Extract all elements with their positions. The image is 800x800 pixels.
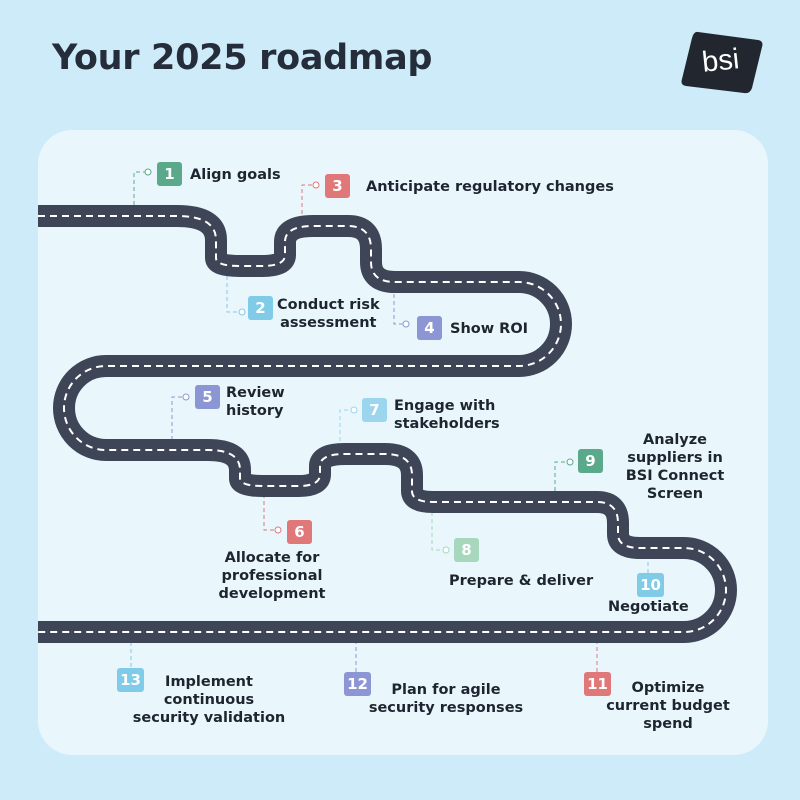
milestone-label-1: Align goals bbox=[190, 167, 281, 183]
milestone-badge-11: 11 bbox=[584, 672, 611, 696]
road-body bbox=[38, 205, 737, 643]
milestone-label-5: Review history bbox=[226, 385, 285, 419]
milestone-badge-7: 7 bbox=[362, 398, 387, 422]
milestone-badge-6: 6 bbox=[287, 520, 312, 544]
logo-text: bsi bbox=[701, 43, 741, 79]
milestone-badge-8: 8 bbox=[454, 538, 479, 562]
milestone-label-4: Show ROI bbox=[450, 321, 529, 337]
milestone-label-13: Implement continuous security validation bbox=[132, 674, 286, 726]
page-title: Your 2025 roadmap bbox=[52, 38, 433, 78]
milestone-badge-3: 3 bbox=[325, 174, 350, 198]
milestone-label-10: Negotiate bbox=[608, 599, 689, 615]
milestone-label-3: Anticipate regulatory changes bbox=[366, 179, 614, 195]
milestone-connectors bbox=[130, 171, 649, 672]
milestone-label-12: Plan for agile security responses bbox=[368, 682, 524, 716]
milestone-badge-5: 5 bbox=[195, 385, 220, 409]
milestone-label-7: Engage with stakeholders bbox=[394, 398, 500, 432]
road-lane-markings bbox=[38, 215, 727, 633]
milestone-label-6: Allocate for professional development bbox=[218, 550, 326, 602]
bsi-logo: bsi bbox=[681, 31, 763, 94]
milestone-badge-1: 1 bbox=[157, 162, 182, 186]
milestone-label-9: Analyze suppliers in BSI Connect Screen bbox=[625, 432, 725, 502]
milestone-label-8: Prepare & deliver bbox=[449, 573, 594, 589]
milestone-badge-9: 9 bbox=[578, 449, 603, 473]
milestone-badge-12: 12 bbox=[344, 672, 371, 696]
milestone-badge-10: 10 bbox=[637, 573, 664, 597]
milestone-badge-13: 13 bbox=[117, 668, 144, 692]
milestone-badge-4: 4 bbox=[417, 316, 442, 340]
milestone-label-11: Optimize current budget spend bbox=[606, 680, 730, 732]
milestone-label-2: Conduct risk assessment bbox=[277, 297, 380, 331]
milestone-badge-2: 2 bbox=[248, 296, 273, 320]
connector-dots bbox=[144, 168, 574, 554]
